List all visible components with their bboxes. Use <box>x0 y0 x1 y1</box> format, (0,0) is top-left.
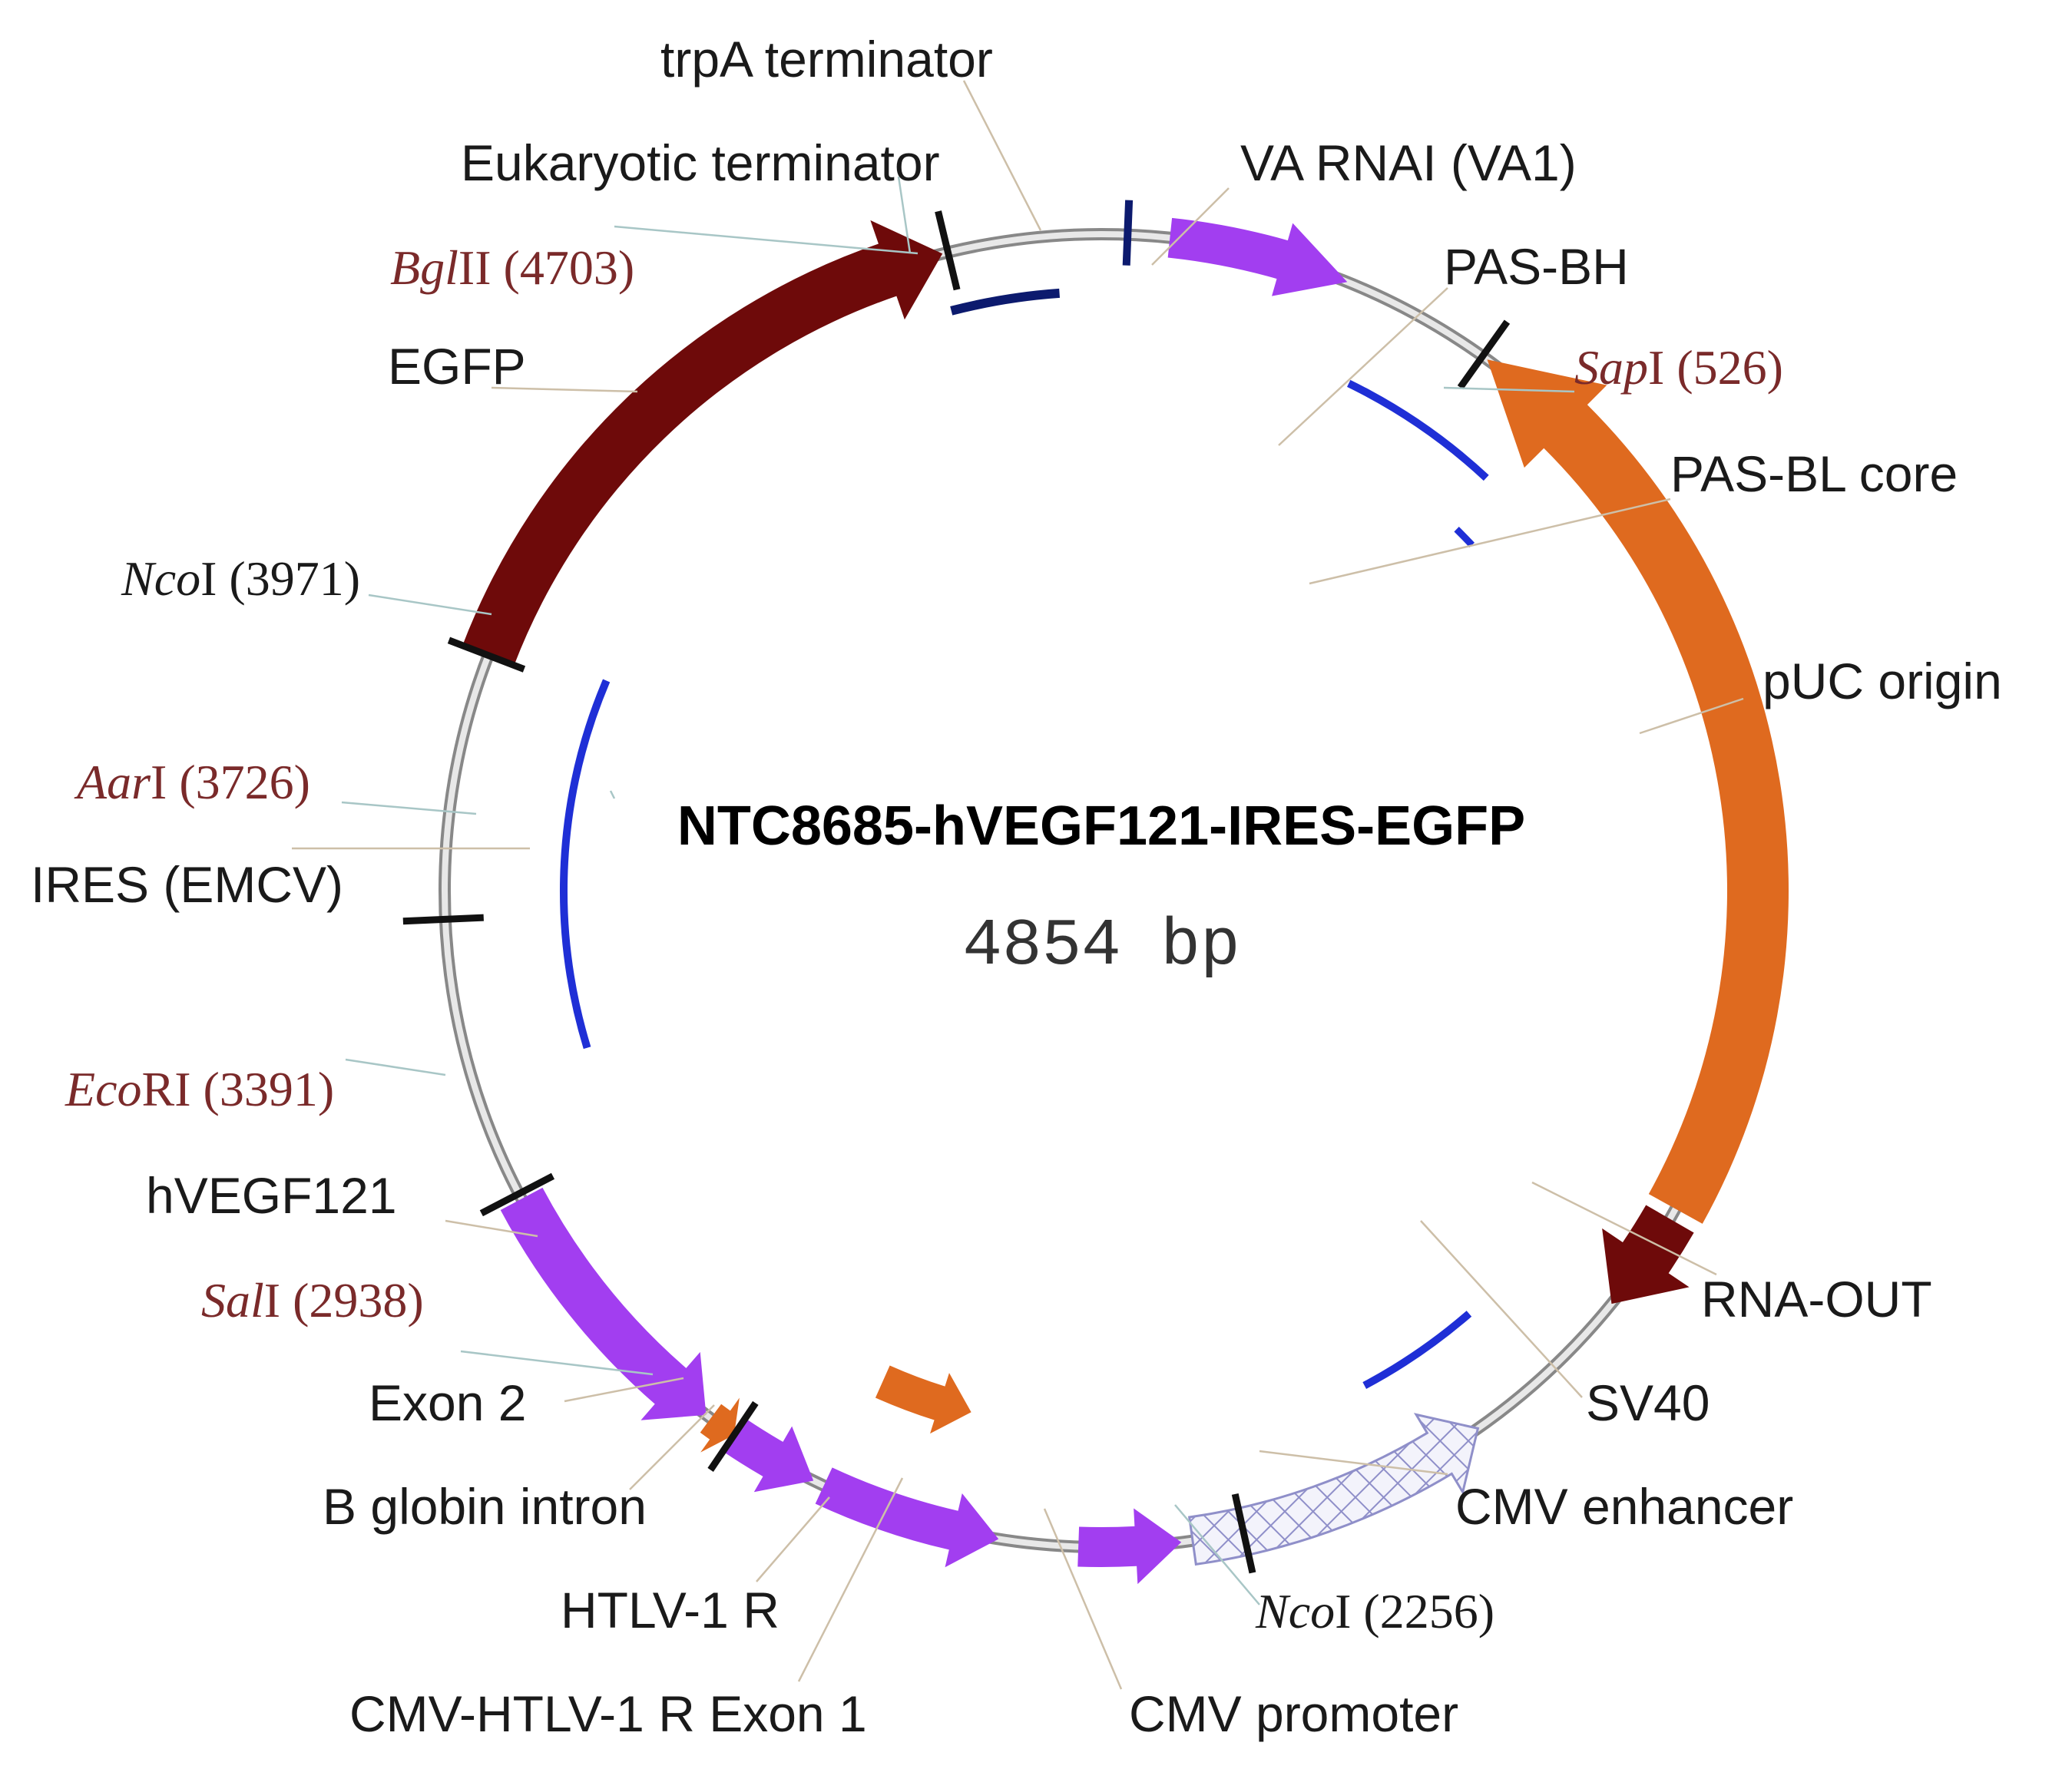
site-ncoi-3971: NcoI (3971) <box>121 551 360 606</box>
restriction-ticks <box>402 210 1511 1574</box>
arrow-htlv-exon1 <box>815 1467 999 1568</box>
leader-lines <box>292 80 1744 1690</box>
tick-ncoi-3971 <box>447 637 526 673</box>
tick-sali <box>707 1400 759 1472</box>
arrow-exon1-inner <box>875 1365 971 1434</box>
line-sv40 <box>1362 1311 1472 1389</box>
arrow-exon2 <box>700 1397 740 1453</box>
arrow-cmv-promoter <box>1077 1508 1182 1585</box>
label-eukaryotic-terminator: Eukaryotic terminator <box>461 134 940 191</box>
plasmid-size: 4854 bp <box>962 908 1240 984</box>
line-ires-inner <box>560 679 611 1050</box>
arrow-cmv-enhancer <box>1187 1413 1480 1566</box>
label-hvegf121: hVEGF121 <box>146 1167 397 1224</box>
tick-bglii <box>935 210 961 291</box>
tick-sapi <box>1457 319 1511 390</box>
label-cmv-promoter: CMV promoter <box>1129 1685 1458 1742</box>
site-sali: SalI (2938) <box>201 1273 424 1328</box>
site-sapi: SapI (526) <box>1574 340 1783 395</box>
label-puc-origin: pUC origin <box>1763 653 2002 709</box>
tick-ecori <box>479 1172 555 1217</box>
label-b-globin-intron: B globin intron <box>323 1478 647 1535</box>
arrow-egfp <box>462 220 943 666</box>
site-aari: AarI (3726) <box>74 755 310 809</box>
feature-arcs <box>462 217 1789 1585</box>
label-sv40: SV40 <box>1586 1374 1710 1431</box>
arrow-b-globin <box>723 1418 814 1493</box>
label-htlv-1-r: HTLV-1 R <box>561 1582 779 1638</box>
arrow-va-rnai <box>1167 217 1348 296</box>
label-exon-2: Exon 2 <box>369 1374 526 1431</box>
site-ncoi-2256: NcoI (2256) <box>1255 1584 1494 1638</box>
tick-ncoi-2256 <box>1231 1493 1256 1574</box>
tick-aari <box>402 914 484 925</box>
site-bglii: BglII (4703) <box>390 240 634 295</box>
arrow-puc-origin <box>1487 359 1789 1224</box>
arrow-hvegf121 <box>500 1187 707 1420</box>
label-egfp: EGFP <box>388 338 526 395</box>
label-cmv-enhancer: CMV enhancer <box>1455 1478 1793 1535</box>
arrow-rna-out <box>1602 1205 1694 1304</box>
site-ecori: EcoRI (3391) <box>65 1062 334 1116</box>
label-cmv-htlv-exon1: CMV-HTLV-1 R Exon 1 <box>349 1685 867 1742</box>
label-trpa-terminator: trpA terminator <box>660 31 993 88</box>
label-rna-out: RNA-OUT <box>1701 1271 1932 1328</box>
line-trpa-terminator <box>1122 200 1134 266</box>
line-pas-bh <box>1347 379 1489 481</box>
line-eukaryotic-terminator <box>950 288 1061 316</box>
plasmid-name: NTC8685-hVEGF121-IRES-EGFP <box>677 795 1525 857</box>
label-pas-bh: PAS-BH <box>1444 238 1629 295</box>
label-va-rnai: VA RNAI (VA1) <box>1240 134 1577 191</box>
inner-features <box>560 200 1489 1389</box>
label-ires-emcv: IRES (EMCV) <box>31 856 343 913</box>
line-pas-bl-core <box>1454 527 1475 547</box>
label-pas-bl-core: PAS-BL core <box>1670 445 1958 502</box>
